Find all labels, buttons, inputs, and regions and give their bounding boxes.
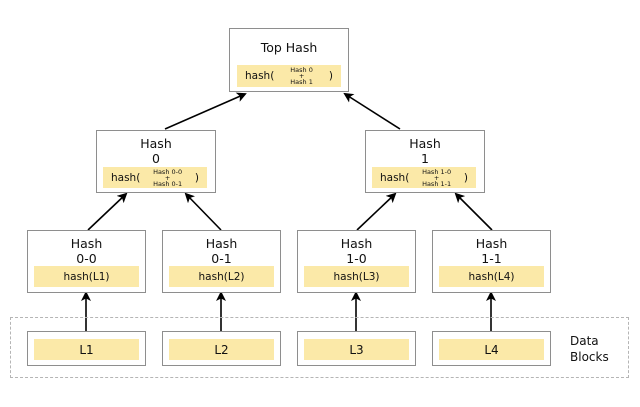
hash-1-fn: hash( (380, 171, 410, 184)
hash-0-plus: + (164, 173, 171, 182)
hash-1-plus: + (433, 173, 440, 182)
top-hash-formula: hash( Hash 0 + Hash 1 ) (237, 65, 341, 87)
hash-1-1-node: Hash 1-1 hash(L4) (432, 230, 551, 293)
hash-0-close: ) (194, 171, 199, 184)
arrow-hash1-to-top (343, 92, 401, 130)
hash-1-title-line2: 1 (421, 151, 429, 166)
data-block-l4: L4 (432, 331, 551, 366)
data-blocks-label: Data Blocks (570, 333, 609, 365)
hash-1-node: Hash 1 hash( Hash 1-0 + Hash 1-1 ) (365, 130, 485, 193)
hash-0-1-node: Hash 0-1 hash(L2) (162, 230, 281, 293)
hash-0-fn: hash( (111, 171, 141, 184)
hash-0-input-a: Hash 0-0 (153, 167, 183, 176)
top-hash-fn: hash( (245, 70, 275, 82)
data-block-l3-label: L3 (304, 339, 409, 360)
hash-0-input-b: Hash 0-1 (153, 179, 183, 188)
top-hash-input-b: Hash 1 (290, 78, 313, 86)
hash-1-inputs: Hash 1-0 + Hash 1-1 (422, 167, 452, 188)
hash-1-1-title-line1: Hash (475, 236, 508, 251)
top-hash-node: Top Hash hash( Hash 0 + Hash 1 ) (229, 28, 349, 92)
data-block-l2: L2 (162, 331, 281, 366)
hash-0-node: Hash 0 hash( Hash 0-0 + Hash 0-1 ) (96, 130, 216, 193)
hash-1-formula: hash( Hash 1-0 + Hash 1-1 ) (372, 167, 476, 188)
top-hash-inputs: Hash 0 + Hash 1 (290, 66, 313, 86)
hash-0-1-formula: hash(L2) (169, 266, 274, 287)
hash-1-1-formula: hash(L4) (439, 266, 544, 287)
hash-0-0-node: Hash 0-0 hash(L1) (27, 230, 146, 293)
top-hash-title: Top Hash (260, 40, 318, 55)
hash-0-0-title-line1: Hash (70, 236, 103, 251)
hash-1-title-line1: Hash (409, 136, 441, 151)
top-hash-input-a: Hash 0 (290, 66, 313, 74)
data-block-l2-label: L2 (169, 339, 274, 360)
arrow-hash00-to-hash0 (87, 192, 128, 231)
data-block-l1: L1 (27, 331, 146, 366)
data-block-l3: L3 (297, 331, 416, 366)
arrow-hash01-to-hash0 (184, 192, 222, 231)
hash-1-0-formula: hash(L3) (304, 266, 409, 287)
data-blocks-region (10, 317, 629, 378)
hash-0-formula: hash( Hash 0-0 + Hash 0-1 ) (103, 167, 207, 188)
hash-1-0-node: Hash 1-0 hash(L3) (297, 230, 416, 293)
hash-0-0-title-line2: 0-0 (76, 251, 97, 266)
hash-0-title-line1: Hash (140, 136, 172, 151)
data-blocks-label-line2: Blocks (570, 350, 609, 364)
top-hash-close: ) (328, 70, 333, 82)
data-blocks-label-line1: Data (570, 334, 599, 348)
arrow-hash11-to-hash1 (454, 192, 493, 231)
hash-0-1-title-line2: 0-1 (211, 251, 232, 266)
hash-0-inputs: Hash 0-0 + Hash 0-1 (153, 167, 183, 188)
hash-1-input-a: Hash 1-0 (422, 167, 452, 176)
hash-1-close: ) (463, 171, 468, 184)
arrow-hash0-to-top (164, 92, 247, 130)
arrow-hash10-to-hash1 (356, 192, 397, 231)
hash-1-1-title-line2: 1-1 (481, 251, 502, 266)
hash-1-input-b: Hash 1-1 (422, 179, 452, 188)
hash-0-title-line2: 0 (152, 151, 160, 166)
hash-0-1-title-line1: Hash (205, 236, 238, 251)
hash-1-0-title-line1: Hash (340, 236, 373, 251)
hash-1-0-title-line2: 1-0 (346, 251, 367, 266)
top-hash-plus: + (298, 72, 305, 80)
data-block-l1-label: L1 (34, 339, 139, 360)
hash-0-0-formula: hash(L1) (34, 266, 139, 287)
data-block-l4-label: L4 (439, 339, 544, 360)
